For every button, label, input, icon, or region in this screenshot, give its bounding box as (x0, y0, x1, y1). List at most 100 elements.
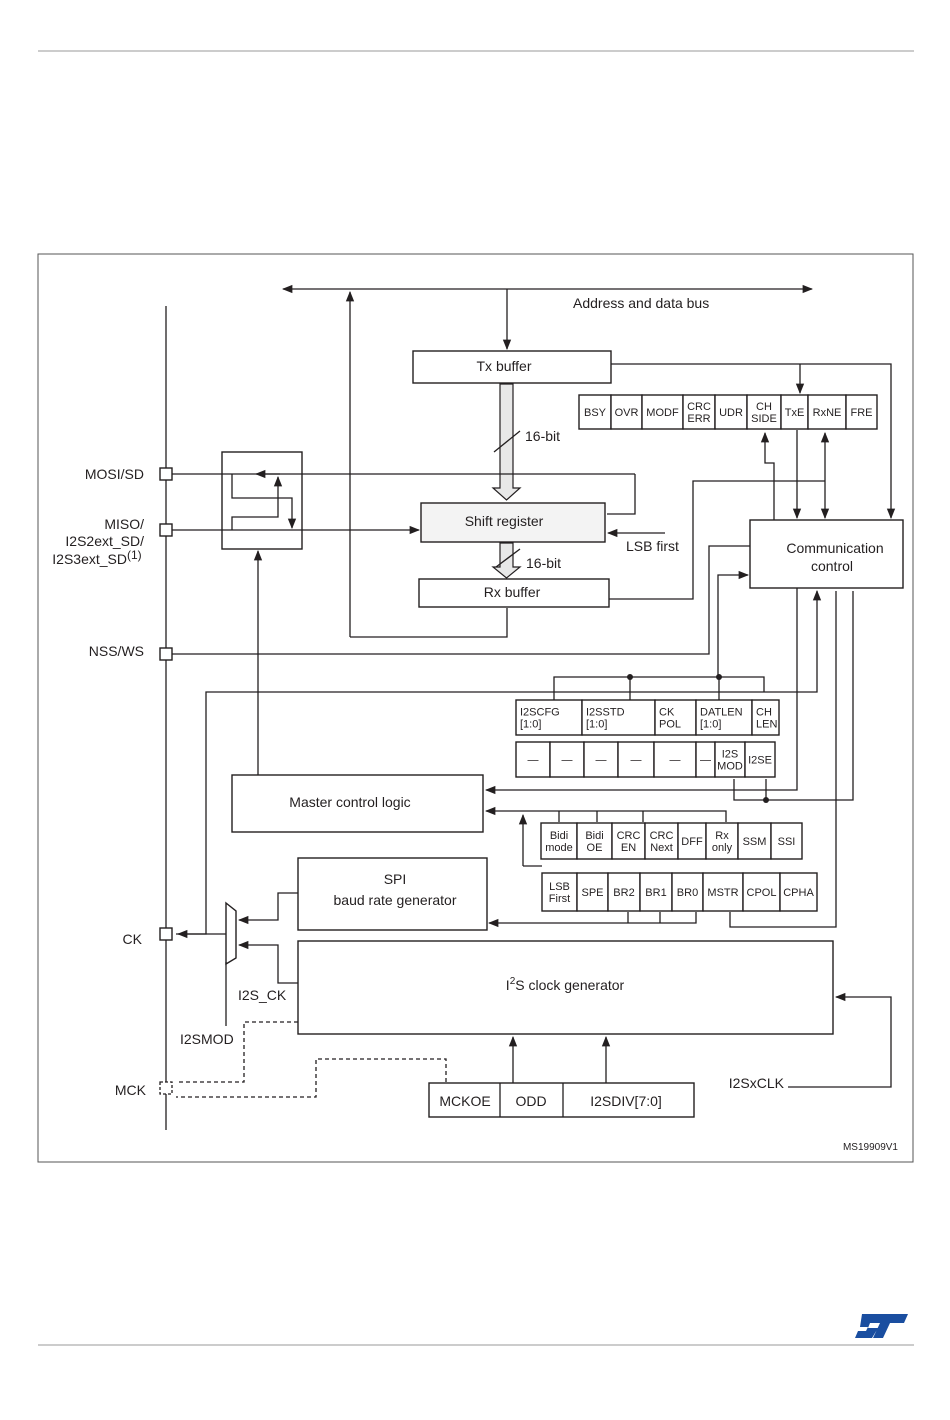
register-bit-label: I2SCFG (520, 706, 560, 718)
reg-i2scfg-low-cell (515, 741, 551, 778)
register-bit-label: CRC (650, 830, 674, 842)
register-bit-label: MSTR (707, 887, 738, 899)
register-bit-label: POL (659, 718, 681, 730)
reg-cr1-up-cell (770, 822, 803, 860)
ck-label: CK (123, 931, 143, 947)
i2sxclk-label: I2SxCLK (729, 1075, 785, 1091)
rx-buffer (418, 578, 610, 608)
register-bit-label: CRC (617, 830, 641, 842)
miso-pin (159, 523, 173, 537)
odd-field: ODD (515, 1093, 546, 1109)
register-bit-label: CRC (687, 401, 711, 413)
register-bit-label: UDR (719, 407, 743, 419)
tx-buffer-label: Tx buffer (477, 358, 532, 374)
bit16-bottom-label: 16-bit (526, 555, 561, 571)
clock-mux (225, 901, 237, 966)
shift-register-label: Shift register (465, 513, 544, 529)
register-bit-label: [1:0] (586, 718, 607, 730)
shift-to-rx-arrow (491, 542, 522, 579)
reg-i2scfg-low-cell (549, 741, 585, 778)
mck-label: MCK (115, 1082, 147, 1098)
register-bit-label: — (528, 754, 539, 766)
register-bit-label: RxNE (813, 407, 842, 419)
shift-register (420, 502, 606, 543)
register-bit-label: SIDE (751, 413, 777, 425)
reg-cr1-low-cell (742, 872, 781, 912)
register-bit-label: MOD (717, 760, 743, 772)
bit16-top-label: 16-bit (525, 428, 560, 444)
register-bit-label: [1:0] (700, 718, 721, 730)
register-bit-label: First (549, 893, 570, 905)
register-bit-label: I2S (722, 748, 739, 760)
reg-cr1-low-cell (541, 872, 578, 912)
bus-label: Address and data bus (573, 295, 709, 311)
lsb-first-label: LSB first (626, 538, 679, 554)
reg-i2scfg-up-cell (751, 699, 780, 736)
reg-status-cell (610, 394, 643, 430)
register-bit-label: — (562, 754, 573, 766)
register-bit-label: OE (587, 842, 603, 854)
register-bit-label: — (596, 754, 607, 766)
reg-i2scfg-low-cell (744, 741, 776, 778)
register-bit-label: FRE (851, 407, 873, 419)
reg-status-cell (845, 394, 878, 430)
spi-baud-rate-generator (297, 857, 488, 931)
register-bit-label: OVR (615, 407, 639, 419)
miso-label-1: MISO/ (104, 516, 144, 532)
i2sdiv-field: I2SDIV[7:0] (590, 1093, 662, 1109)
register-bit-label: BR2 (613, 887, 634, 899)
register-bit-label: mode (545, 842, 573, 854)
comm-control-label-1: Communication (786, 540, 883, 556)
reg-cr1-low-cell (779, 872, 818, 912)
register-bit-label: SPE (581, 887, 603, 899)
reg-i2scfg-low-cell (617, 741, 655, 778)
i2scfgr-upper-register: I2SCFG[1:0]I2SSTD[1:0]CKPOLDATLEN[1:0]CH… (515, 699, 780, 736)
ck-pin (159, 927, 173, 941)
mck-pin (159, 1081, 173, 1095)
master-control-label: Master control logic (289, 794, 410, 810)
register-bit-label: CPHA (783, 887, 814, 899)
baud-gen-label-2: baud rate generator (334, 892, 457, 908)
register-bit-label: ERR (687, 413, 710, 425)
reg-cr1-up-cell (611, 822, 646, 860)
reg-cr1-low-cell (607, 872, 641, 912)
figure-id: MS19909V1 (843, 1142, 898, 1153)
register-bit-label: TxE (785, 407, 805, 419)
register-bit-label: SSM (743, 836, 767, 848)
register-bit-label: DATLEN (700, 706, 743, 718)
comm-control-label-2: control (811, 558, 853, 574)
miso-label-2: I2S2ext_SD/ (65, 533, 144, 549)
baud-gen-label-1: SPI (384, 871, 407, 887)
mckoe-field: MCKOE (439, 1093, 490, 1109)
st-logo (855, 1314, 908, 1338)
pin-switch-matrix (221, 451, 303, 550)
tx-buffer (412, 350, 612, 384)
register-bit-label: only (712, 842, 733, 854)
reg-cr1-low-cell (576, 872, 609, 912)
register-bit-label: — (670, 754, 681, 766)
register-bit-label: Next (650, 842, 673, 854)
figure-frame (37, 253, 914, 1163)
register-bit-label: CH (756, 401, 772, 413)
register-bit-label: Bidi (550, 830, 568, 842)
register-bit-label: Bidi (585, 830, 603, 842)
register-bit-label: LEN (756, 718, 777, 730)
register-bit-label: LSB (549, 881, 570, 893)
i2s-clock-gen-label: I2S clock generator (506, 976, 625, 993)
register-bit-label: BR0 (677, 887, 698, 899)
register-bit-label: I2SSTD (586, 706, 625, 718)
i2smod-label: I2SMOD (180, 1031, 234, 1047)
register-bit-label: I2SE (748, 754, 772, 766)
register-bit-label: EN (621, 842, 636, 854)
register-bit-label: BR1 (645, 887, 666, 899)
nss-pin (159, 647, 173, 661)
register-bit-label: CPOL (747, 887, 777, 899)
register-bit-label: — (631, 754, 642, 766)
register-bit-label: BSY (584, 407, 607, 419)
register-bit-label: CH (756, 706, 772, 718)
